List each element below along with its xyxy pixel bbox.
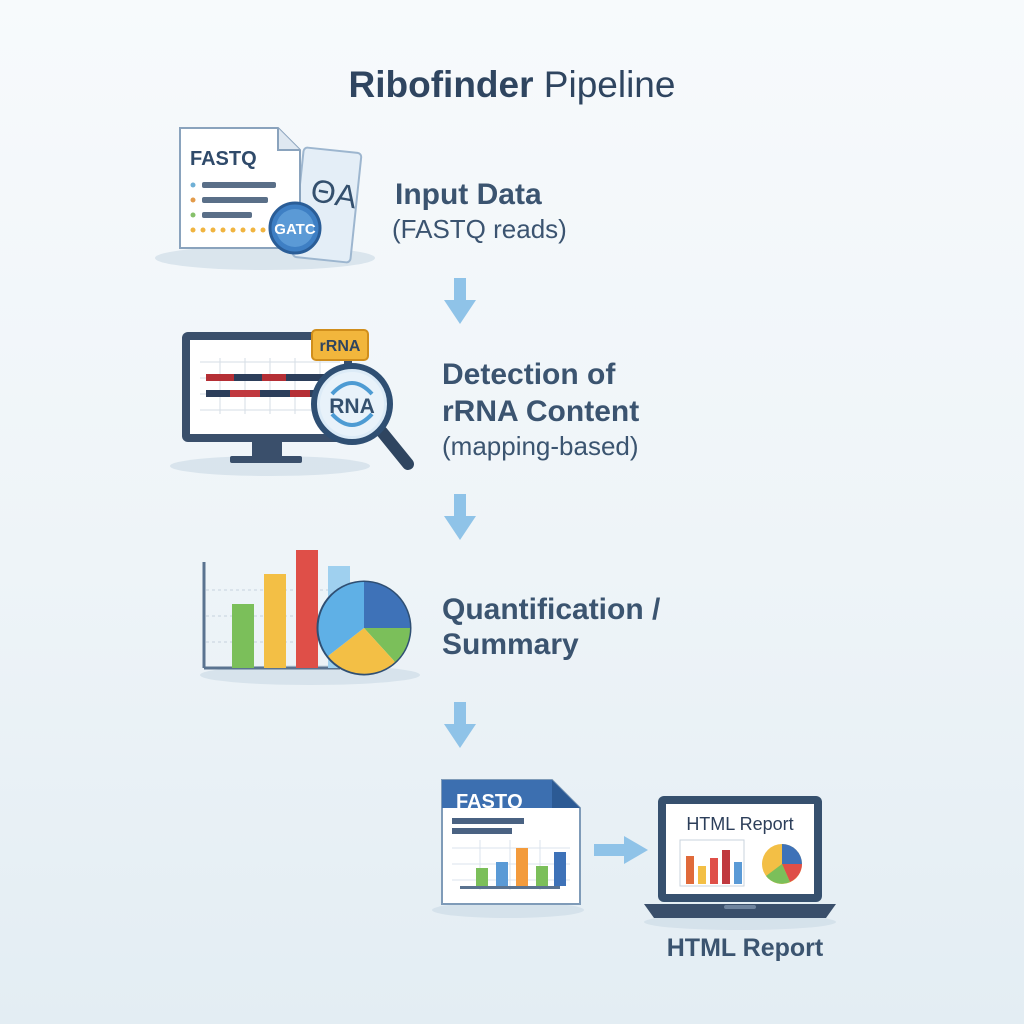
fastq-report-document-icon: FASTQ [432,779,584,918]
pipeline-title: Ribofinder Pipeline [0,64,1024,106]
down-arrow-icon [444,494,476,540]
output-file-label: FASTQ [456,791,523,813]
title-bold: Ribofinder [348,64,534,105]
monitor-magnifier-icon: rRNA RNA [170,329,414,476]
pie-chart [316,580,412,676]
title-rest: Pipeline [543,64,676,105]
side-letters: ΘA [308,172,360,216]
bar-pie-chart-icon [200,550,420,685]
gatc-badge: GATC [274,221,316,238]
step3-heading-line2: Summary [442,628,579,661]
rrna-tag: rRNA [320,338,361,355]
step1-subheading: (FASTQ reads) [392,214,567,244]
right-arrow-icon [594,836,648,864]
down-arrow-icon [444,702,476,748]
step3-heading-line1: Quantification / [442,593,661,626]
step2-subheading: (mapping-based) [442,431,639,461]
output-caption: HTML Report [666,934,824,962]
bar-red [296,550,318,668]
bar-yellow [264,574,286,668]
report-pie-chart [762,844,802,884]
fastq-file-icon: ΘA FASTQ GATC [155,127,375,270]
lens-text: RNA [329,395,375,418]
step2-heading-line2: rRNA Content [442,395,640,428]
bar-green [232,604,254,668]
step2-heading-line1: Detection of [442,358,616,391]
sequence-lines [190,182,276,233]
step1-heading: Input Data [395,178,542,211]
report-screen-title: HTML Report [686,814,793,834]
down-arrow-icon [444,278,476,324]
file-label: FASTQ [190,148,257,170]
report-laptop-icon: HTML Report [644,796,836,930]
